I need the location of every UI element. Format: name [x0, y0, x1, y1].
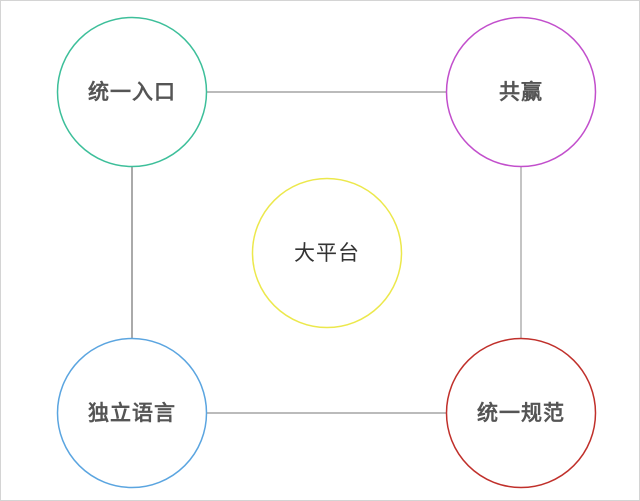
node-label-bottom-left: 独立语言 [88, 401, 176, 425]
node-circle-top-right [445, 16, 597, 168]
node-label-bottom-right: 统一规范 [477, 401, 565, 425]
node-circle-center [251, 177, 403, 329]
node-circle-top-left [56, 16, 208, 168]
node-circle-bottom-left [56, 337, 208, 489]
node-label-top-left: 统一入口 [88, 80, 176, 104]
node-circle-bottom-right [445, 337, 597, 489]
node-label-top-right: 共赢 [499, 80, 543, 104]
node-label-center: 大平台 [294, 241, 360, 265]
